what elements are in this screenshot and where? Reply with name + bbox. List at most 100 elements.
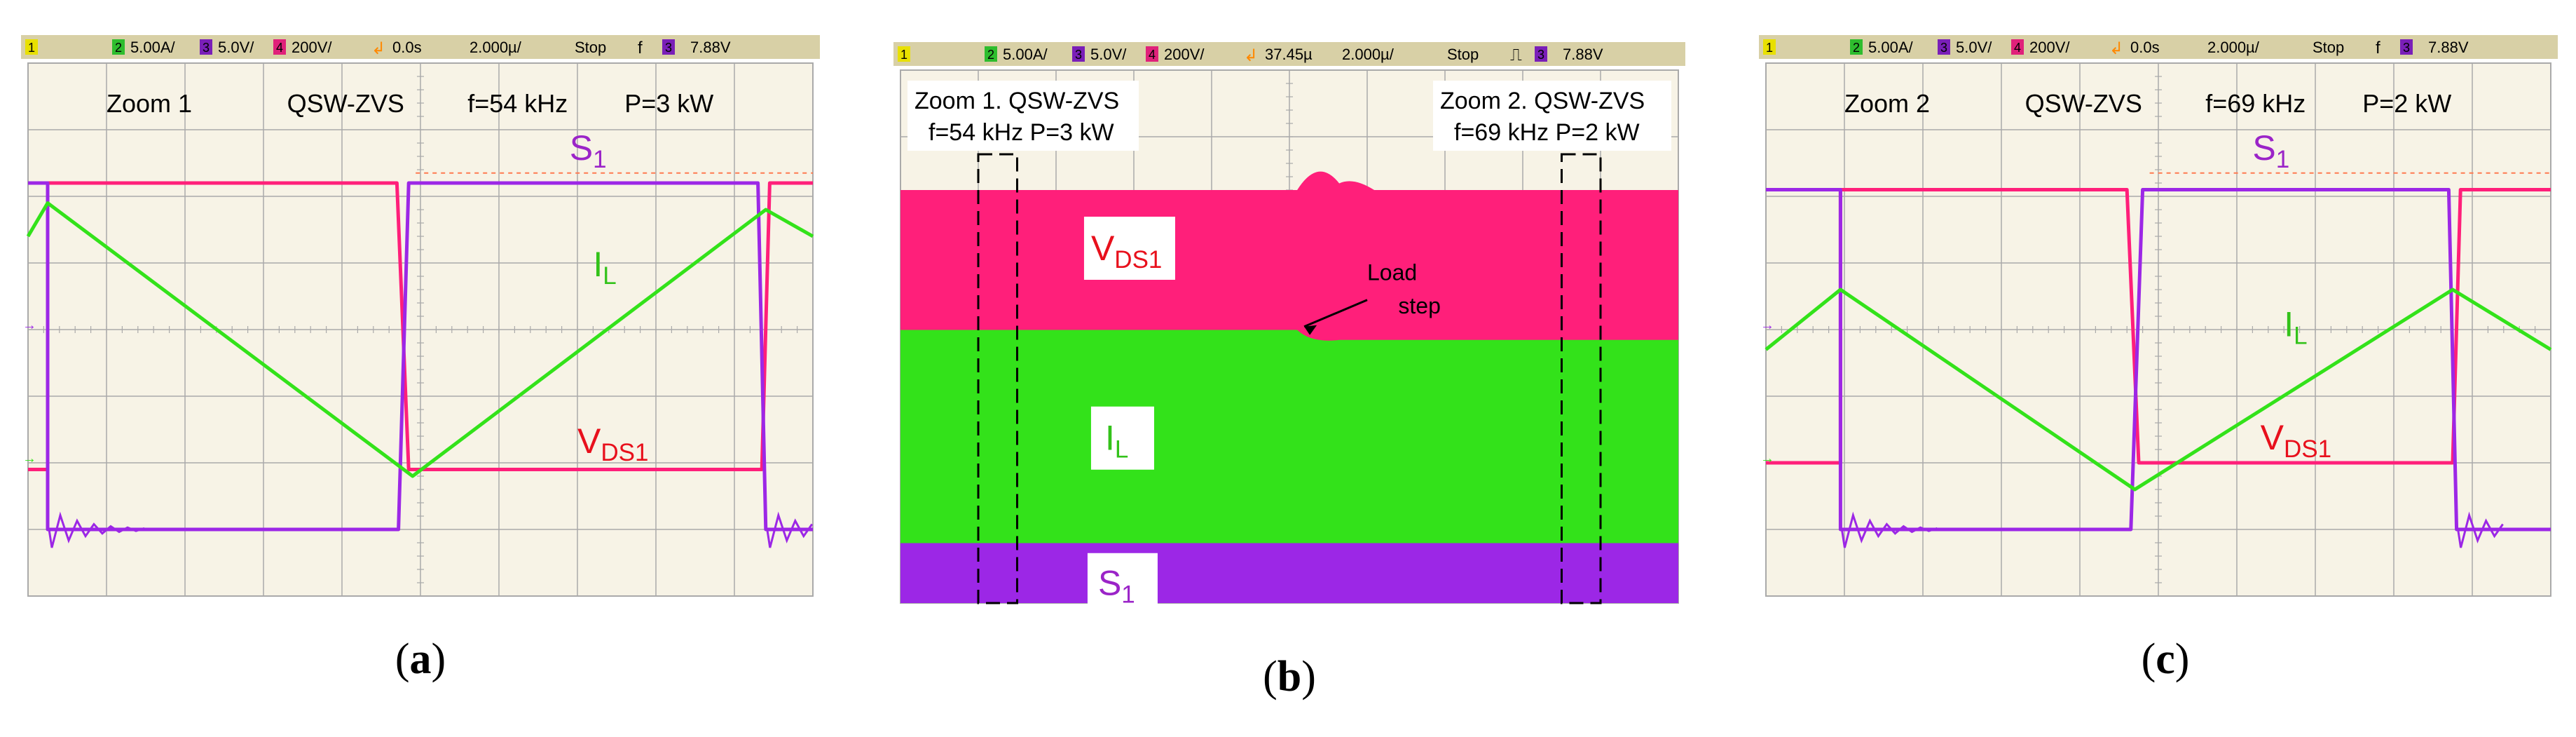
trigger-channel-box bbox=[2400, 39, 2413, 55]
channel-scale-4: 200V/ bbox=[2029, 39, 2070, 56]
channel-number-4: 4 bbox=[1149, 48, 1156, 62]
trigger-channel: 3 bbox=[2403, 41, 2410, 55]
s1-signal-label: S1 bbox=[2252, 128, 2289, 173]
status-bar-bg bbox=[21, 35, 820, 59]
channel-box-2 bbox=[1850, 39, 1863, 55]
zoom1-window bbox=[977, 153, 1018, 604]
channel-box-2 bbox=[112, 39, 125, 55]
zoom1-params: f=54 kHz P=3 kW bbox=[929, 119, 1114, 146]
load-step-overshoot bbox=[1297, 171, 1375, 190]
s1-signal-label: S1 bbox=[570, 128, 607, 173]
channel-box-2 bbox=[985, 46, 997, 62]
trigger-channel: 3 bbox=[665, 41, 672, 55]
channel-box-1 bbox=[1763, 39, 1776, 55]
vds1-signal-label: VDS1 bbox=[1091, 229, 1162, 273]
channel-number-4: 4 bbox=[276, 41, 283, 55]
zoom2-window bbox=[1561, 153, 1602, 604]
zoom1-annotation-bg bbox=[907, 81, 1139, 151]
channel-box-4 bbox=[2011, 39, 2024, 55]
zoom2-title: Zoom 2. QSW-ZVS bbox=[1440, 88, 1645, 114]
load-step-il-drop bbox=[1297, 330, 1678, 341]
zoom2-params: f=69 kHz P=2 kW bbox=[1454, 119, 1640, 146]
caption-b: (b) bbox=[1263, 653, 1316, 701]
channel-number-1: 1 bbox=[900, 48, 907, 62]
zoom-label: Zoom 2 bbox=[1844, 89, 1930, 118]
status-bar-bg bbox=[1759, 35, 2558, 59]
trigger-slope-icon: f bbox=[638, 39, 643, 58]
time-position: 0.0s bbox=[2130, 39, 2160, 56]
il-trace bbox=[26, 201, 814, 478]
channel-number-2: 2 bbox=[115, 41, 122, 55]
frequency-label: f=54 kHz bbox=[467, 89, 568, 118]
caption-c: (c) bbox=[2141, 635, 2190, 683]
trigger-position-icon: ↲ bbox=[1244, 46, 1258, 65]
s1-label-bg bbox=[1087, 553, 1158, 616]
channel-scale-4: 200V/ bbox=[292, 39, 332, 56]
power-label: P=3 kW bbox=[624, 89, 713, 118]
trigger-position-icon: ↲ bbox=[2109, 39, 2123, 58]
zoom2-annotation-bg bbox=[1433, 81, 1671, 151]
vds1-band bbox=[900, 190, 1678, 330]
channel-number-2: 2 bbox=[1853, 41, 1860, 55]
ch3-ground-marker: → bbox=[1760, 318, 1774, 333]
channel-scale-2: 5.00A/ bbox=[1868, 39, 1913, 56]
load-step-label-1: Load bbox=[1367, 259, 1417, 285]
trigger-channel-box bbox=[1535, 46, 1547, 62]
status-bar-bg bbox=[893, 42, 1685, 66]
zoom-label: Zoom 1 bbox=[107, 89, 192, 118]
s1-ringing-trace-2 bbox=[766, 511, 814, 548]
channel-box-4 bbox=[1146, 46, 1158, 62]
ch3-ground-marker: → bbox=[22, 318, 36, 333]
s1-ringing-trace bbox=[48, 511, 145, 548]
channel-number-3: 3 bbox=[1940, 41, 1947, 55]
channel-number-3: 3 bbox=[1075, 48, 1082, 62]
channel-scale-3: 5.0V/ bbox=[1090, 46, 1127, 63]
channel-box-4 bbox=[273, 39, 286, 55]
run-state: Stop bbox=[2313, 39, 2344, 56]
s1-trace bbox=[1766, 188, 2551, 532]
trigger-position-icon: ↲ bbox=[371, 39, 385, 58]
run-state: Stop bbox=[1447, 46, 1479, 63]
channel-number-1: 1 bbox=[28, 41, 35, 55]
channel-number-1: 1 bbox=[1766, 41, 1773, 55]
il-signal-label: IL bbox=[1105, 419, 1128, 464]
ch2-ground-marker: → bbox=[22, 451, 36, 466]
channel-scale-2: 5.00A/ bbox=[130, 39, 175, 56]
load-step-arrowhead bbox=[1304, 325, 1317, 335]
il-label-bg bbox=[1090, 406, 1154, 470]
il-signal-label: IL bbox=[2284, 305, 2307, 350]
channel-box-3 bbox=[1072, 46, 1085, 62]
frequency-label: f=69 kHz bbox=[2205, 89, 2306, 118]
channel-box-3 bbox=[200, 39, 212, 55]
trigger-channel: 3 bbox=[1537, 48, 1544, 62]
channel-scale-3: 5.0V/ bbox=[1956, 39, 1992, 56]
power-label: P=2 kW bbox=[2362, 89, 2451, 118]
s1-band bbox=[900, 543, 1678, 603]
vds1-signal-label: VDS1 bbox=[577, 421, 648, 466]
channel-scale-3: 5.0V/ bbox=[218, 39, 254, 56]
caption-a: (a) bbox=[395, 635, 446, 683]
mode-label: QSW-ZVS bbox=[2025, 89, 2142, 118]
graticule bbox=[27, 62, 814, 597]
time-scale: 2.000µ/ bbox=[2207, 39, 2260, 56]
trigger-slope-icon: ⎍ bbox=[1510, 46, 1522, 65]
s1-signal-label: S1 bbox=[1098, 564, 1135, 609]
channel-number-2: 2 bbox=[987, 48, 994, 62]
channel-number-3: 3 bbox=[203, 41, 210, 55]
mode-label: QSW-ZVS bbox=[287, 89, 404, 118]
load-step-arrow bbox=[1303, 299, 1368, 328]
vds1-signal-label: VDS1 bbox=[2261, 418, 2331, 463]
vds1-label-bg bbox=[1083, 217, 1175, 280]
load-step-label-2: step bbox=[1398, 293, 1440, 318]
s1-ringing-trace bbox=[1840, 511, 1938, 548]
time-scale: 2.000µ/ bbox=[470, 39, 522, 56]
trigger-channel-box bbox=[662, 39, 675, 55]
